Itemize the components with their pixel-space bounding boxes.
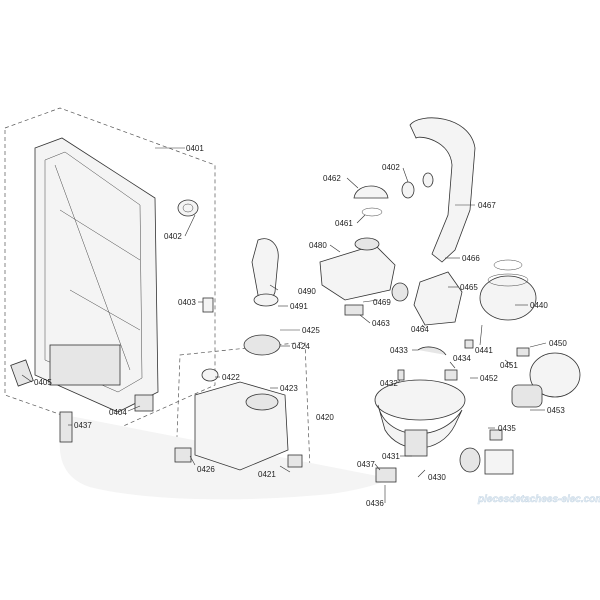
dosing-flask-part xyxy=(251,238,279,300)
label-0465: 0465 xyxy=(460,283,478,292)
label-0463: 0463 xyxy=(372,319,390,328)
label-0437: 0437 xyxy=(74,421,92,430)
label-0491: 0491 xyxy=(290,302,308,311)
salt-container-part xyxy=(319,237,396,316)
label-0434: 0434 xyxy=(453,354,471,363)
label-0451: 0451 xyxy=(500,361,518,370)
label-0420: 0420 xyxy=(316,413,334,422)
label-0402: 0402 xyxy=(164,232,182,241)
sump-part xyxy=(374,379,481,473)
hose-end-part xyxy=(375,467,397,483)
label-0405: 0405 xyxy=(34,378,52,387)
label-0425: 0425 xyxy=(302,326,320,335)
label-0431: 0431 xyxy=(382,452,400,461)
water-softener-part xyxy=(174,368,303,471)
label-0437-right: 0437 xyxy=(357,460,375,469)
gasket-ring-part xyxy=(177,199,199,217)
label-0401: 0401 xyxy=(186,144,204,153)
door-panel-group-outline xyxy=(4,107,216,433)
label-0440: 0440 xyxy=(530,301,548,310)
label-0452: 0452 xyxy=(480,374,498,383)
label-0461: 0461 xyxy=(335,219,353,228)
label-0466: 0466 xyxy=(462,254,480,263)
label-0441: 0441 xyxy=(475,346,493,355)
label-0430: 0430 xyxy=(428,473,446,482)
label-0404: 0404 xyxy=(109,408,127,417)
clip-part xyxy=(489,429,503,441)
label-0424: 0424 xyxy=(292,342,310,351)
label-0402-top: 0402 xyxy=(382,163,400,172)
label-0436: 0436 xyxy=(366,499,384,508)
valve-screw-part xyxy=(202,297,214,313)
label-0462: 0462 xyxy=(323,174,341,183)
circulation-pump-part xyxy=(479,259,537,321)
label-0433: 0433 xyxy=(390,346,408,355)
label-0450: 0450 xyxy=(549,339,567,348)
heat-pump-part xyxy=(391,271,463,326)
label-0469: 0469 xyxy=(373,298,391,307)
label-0432: 0432 xyxy=(380,379,398,388)
label-0480: 0480 xyxy=(309,241,327,250)
hose-connector-part xyxy=(59,411,73,443)
drain-pump-part xyxy=(511,352,581,408)
plug-part xyxy=(464,339,474,349)
label-0467: 0467 xyxy=(478,201,496,210)
label-0464: 0464 xyxy=(411,325,429,334)
clamp-part xyxy=(417,346,447,356)
float-cap-part xyxy=(253,293,279,307)
cable-clip-part xyxy=(516,347,530,357)
bracket-part xyxy=(444,369,458,381)
cap-part xyxy=(353,185,389,217)
small-gasket-part xyxy=(401,181,415,199)
water-duct-part xyxy=(409,117,476,263)
small-ring-part xyxy=(422,172,434,188)
label-0453: 0453 xyxy=(547,406,565,415)
label-0490: 0490 xyxy=(298,287,316,296)
label-0421: 0421 xyxy=(258,470,276,479)
sensor-part xyxy=(484,449,514,475)
label-0423: 0423 xyxy=(280,384,298,393)
screw-part xyxy=(397,369,405,381)
door-panel-part xyxy=(10,137,159,413)
watermark-text: piecesdetachees-elec.com xyxy=(477,494,600,505)
label-0422: 0422 xyxy=(222,373,240,382)
label-0403: 0403 xyxy=(178,298,196,307)
label-0435: 0435 xyxy=(498,424,516,433)
leader-lines xyxy=(21,147,547,503)
sealing-disc-part xyxy=(243,334,281,356)
label-0426: 0426 xyxy=(197,465,215,474)
